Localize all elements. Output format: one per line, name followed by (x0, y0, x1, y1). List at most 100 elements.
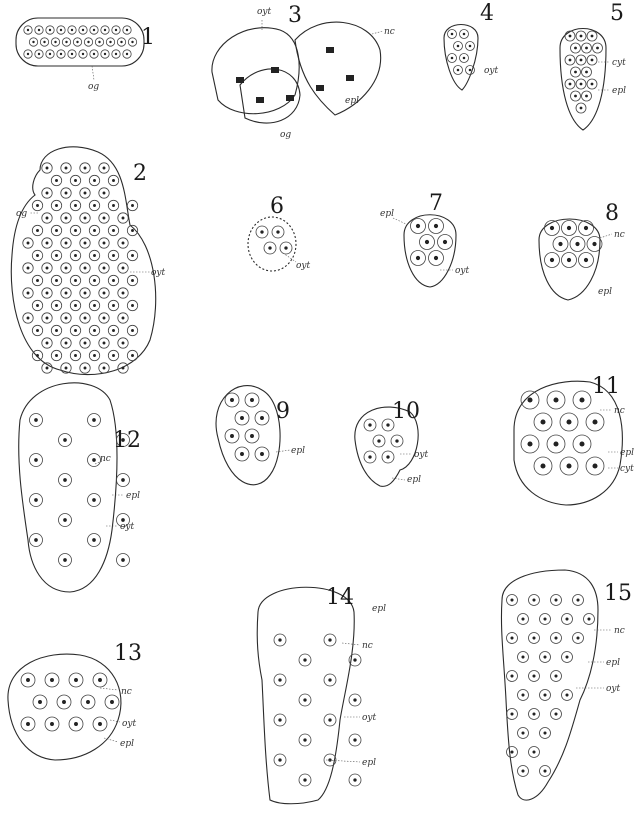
cell-nucleus (532, 674, 535, 677)
cell-nucleus (469, 69, 472, 72)
cell-nucleus (115, 29, 117, 31)
cell-nucleus (34, 498, 38, 502)
cell-nucleus (55, 304, 58, 307)
label-epl: epl (362, 758, 376, 768)
cell-nucleus (55, 204, 58, 207)
cell-nucleus (416, 256, 420, 260)
cell-nucleus (565, 655, 568, 658)
figure-11: 11 nc epl cyt (514, 374, 634, 505)
cell-nucleus (93, 329, 96, 332)
cell-nucleus (74, 229, 77, 232)
figure-number: 10 (392, 399, 420, 424)
cell-nucleus (65, 267, 68, 270)
chromatin-mass (236, 77, 244, 83)
cell-nucleus (569, 59, 572, 62)
cell-nucleus (46, 342, 49, 345)
cell-nucleus (580, 83, 583, 86)
cell-nucleus (510, 674, 513, 677)
cell-nucleus (574, 71, 577, 74)
figure-number: 14 (326, 585, 354, 610)
label-nc: nc (614, 230, 625, 240)
cell-nucleus (131, 279, 134, 282)
cell-nucleus (74, 279, 77, 282)
cell-nucleus (27, 29, 29, 31)
cell-nucleus (353, 658, 356, 661)
cell-nucleus (579, 441, 584, 446)
cell-nucleus (575, 242, 579, 246)
cell-nucleus (521, 693, 524, 696)
cell-nucleus (46, 292, 49, 295)
cell-nucleus (584, 258, 588, 262)
cell-nucleus (278, 638, 281, 641)
cell-nucleus (596, 47, 599, 50)
cell-nucleus (38, 53, 40, 55)
cell-nucleus (463, 33, 466, 36)
cell-nucleus (98, 41, 100, 43)
cell-nucleus (55, 279, 58, 282)
cell-nucleus (60, 29, 62, 31)
cell-nucleus (260, 230, 263, 233)
cell-nucleus (27, 53, 29, 55)
figure-number: 4 (480, 1, 494, 26)
cell-nucleus (84, 217, 87, 220)
cell-nucleus (86, 700, 90, 704)
cell-nucleus (554, 674, 557, 677)
chromatin-mass (286, 95, 294, 101)
cell-nucleus (43, 41, 45, 43)
figure-1: 1 og (16, 18, 155, 92)
cell-nucleus (540, 419, 545, 424)
cell-nucleus (63, 478, 67, 482)
cell-nucleus (565, 617, 568, 620)
cell-nucleus (576, 598, 579, 601)
cell-nucleus (120, 41, 122, 43)
cell-nucleus (112, 179, 115, 182)
cell-nucleus (260, 416, 264, 420)
figure-15: 15 nc epl oyt (501, 570, 632, 800)
cell-nucleus (65, 342, 68, 345)
cell-nucleus (84, 367, 87, 370)
chromatin-mass (316, 85, 324, 91)
cell-nucleus (112, 354, 115, 357)
label-nc: nc (121, 687, 132, 697)
cell-nucleus (93, 53, 95, 55)
cell-nucleus (26, 722, 30, 726)
cell-nucleus (303, 738, 306, 741)
cell-nucleus (328, 638, 331, 641)
label-og: og (88, 82, 99, 92)
label-epl: epl (606, 658, 620, 668)
cell-nucleus (543, 731, 546, 734)
cell-nucleus (74, 354, 77, 357)
cell-nucleus (532, 598, 535, 601)
label-nc: nc (362, 641, 373, 651)
cell-nucleus (554, 712, 557, 715)
cell-nucleus (585, 95, 588, 98)
cell-nucleus (109, 41, 111, 43)
cell-nucleus (46, 317, 49, 320)
cell-nucleus (87, 41, 89, 43)
cell-nucleus (126, 53, 128, 55)
cell-nucleus (50, 678, 54, 682)
cell-nucleus (550, 226, 554, 230)
cell-nucleus (93, 179, 96, 182)
cell-nucleus (103, 267, 106, 270)
cell-nucleus (32, 41, 34, 43)
cell-nucleus (104, 53, 106, 55)
cell-nucleus (131, 304, 134, 307)
cell-nucleus (49, 29, 51, 31)
figure-number: 9 (276, 399, 290, 424)
cell-nucleus (553, 397, 558, 402)
cell-nucleus (521, 769, 524, 772)
cell-nucleus (103, 367, 106, 370)
cell-nucleus (510, 598, 513, 601)
cell-nucleus (36, 254, 39, 257)
cell-nucleus (76, 41, 78, 43)
cell-nucleus (55, 229, 58, 232)
cell-nucleus (585, 71, 588, 74)
cell-nucleus (103, 242, 106, 245)
cell-nucleus (550, 258, 554, 262)
cell-nucleus (131, 329, 134, 332)
figure-7: 7 epl oyt (380, 191, 470, 287)
cell-nucleus (510, 750, 513, 753)
cell-nucleus (82, 29, 84, 31)
cell-nucleus (46, 267, 49, 270)
